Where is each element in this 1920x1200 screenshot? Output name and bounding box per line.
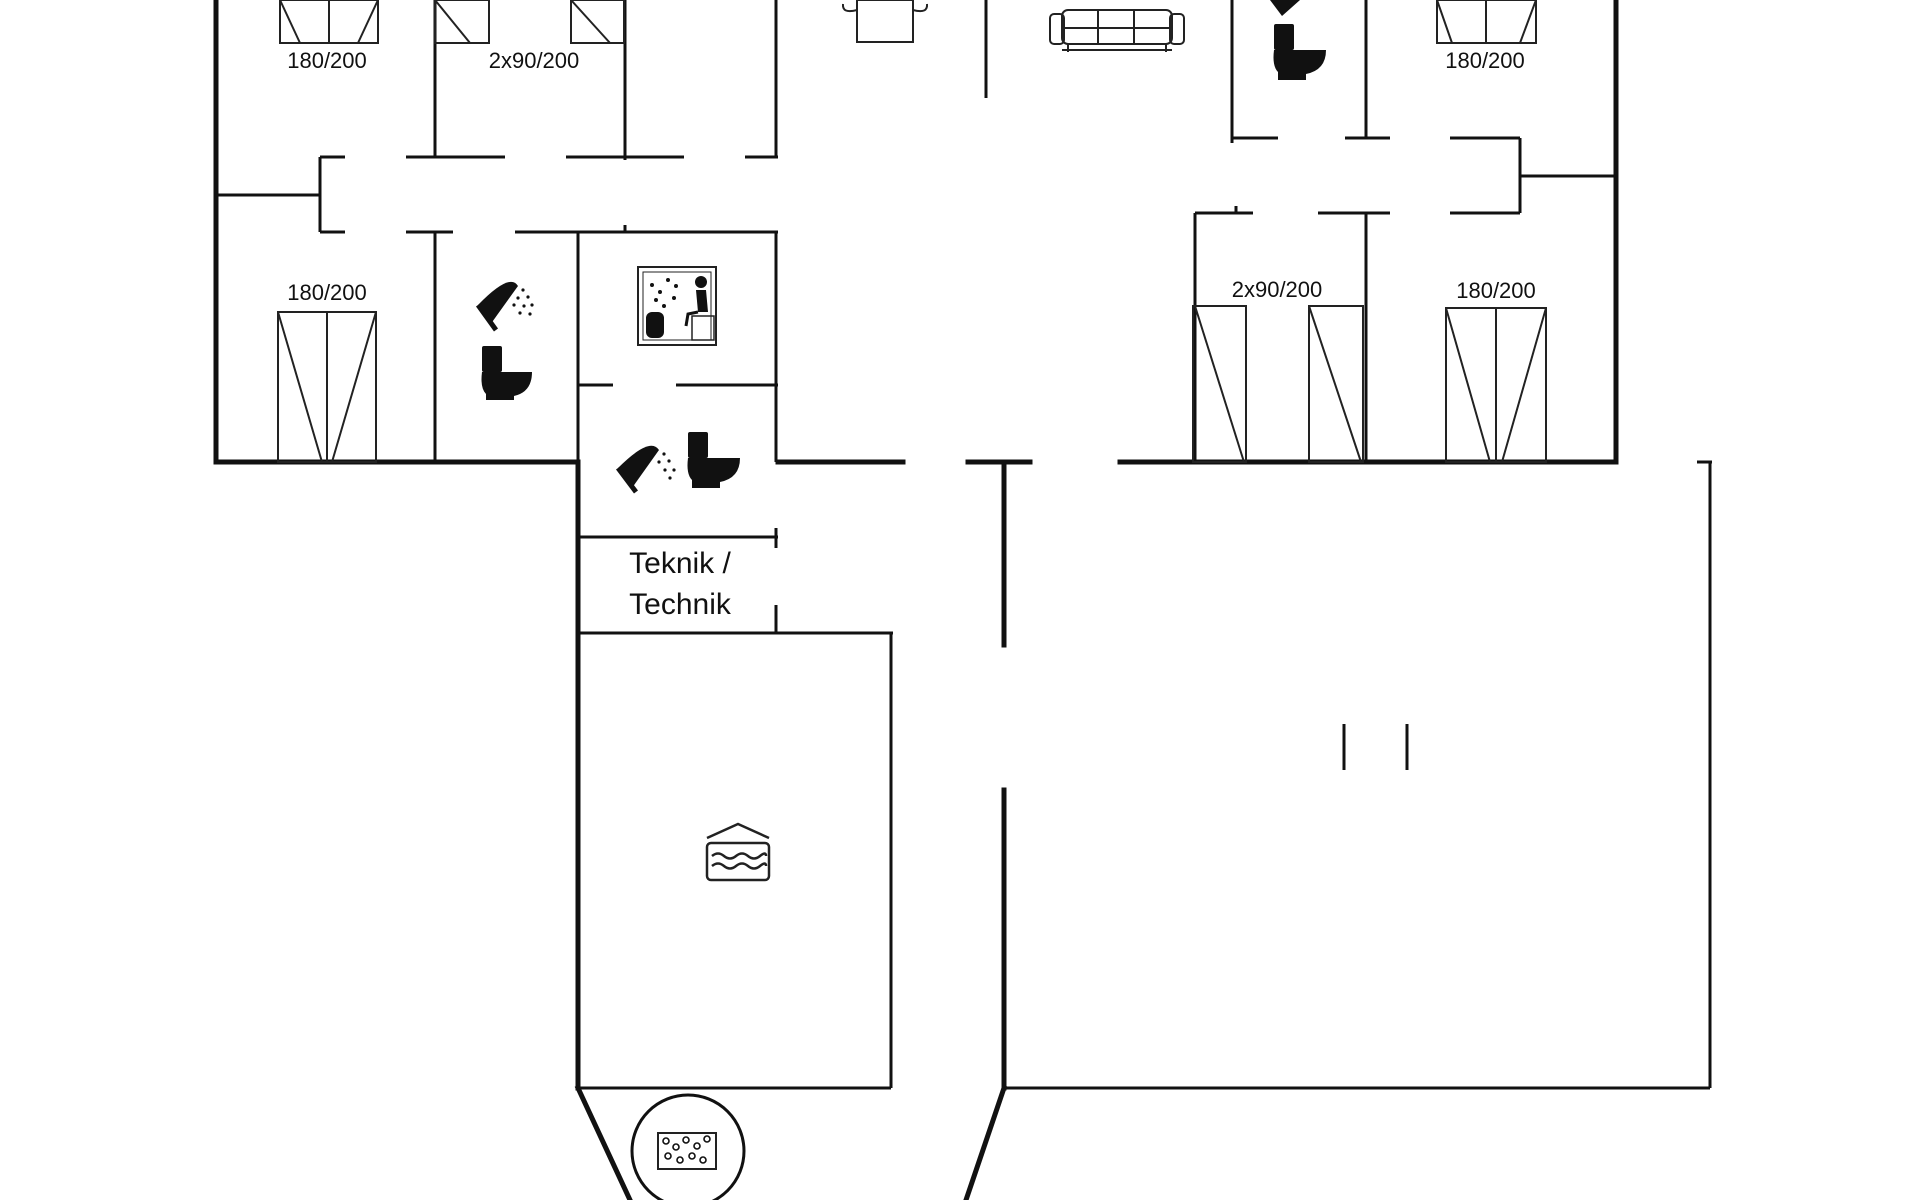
- double-bed-icon: [1445, 307, 1547, 463]
- twin-beds-icon: [434, 0, 625, 44]
- double-bed-icon: [279, 0, 379, 44]
- toilet-icon: [687, 432, 740, 488]
- twin-beds-icon: [1192, 305, 1364, 463]
- toilet-icon: [481, 346, 532, 400]
- technik-room-label: Technik: [629, 588, 732, 621]
- stove-icon: [841, 0, 929, 43]
- bed-size-label: 2x90/200: [489, 48, 580, 73]
- toilet-icon: [1273, 24, 1326, 80]
- sofa-icon: [1049, 9, 1185, 52]
- double-bed-icon: [1436, 0, 1537, 44]
- bed-size-label: 180/200: [1456, 278, 1536, 303]
- shower-icon: [1270, 0, 1300, 16]
- shower-icon: [475, 281, 534, 332]
- bed-size-label: 180/200: [287, 48, 367, 73]
- sauna-icon: [637, 266, 717, 346]
- shower-icon: [616, 445, 676, 494]
- bed-size-label: 180/200: [1445, 48, 1525, 73]
- double-bed-icon: [277, 311, 377, 463]
- bed-size-label: 180/200: [287, 280, 367, 305]
- bed-size-label: 2x90/200: [1232, 277, 1323, 302]
- technik-room-label: Teknik /: [629, 547, 731, 580]
- whirlpool-icon: [630, 1093, 746, 1200]
- pool-icon: [705, 822, 771, 882]
